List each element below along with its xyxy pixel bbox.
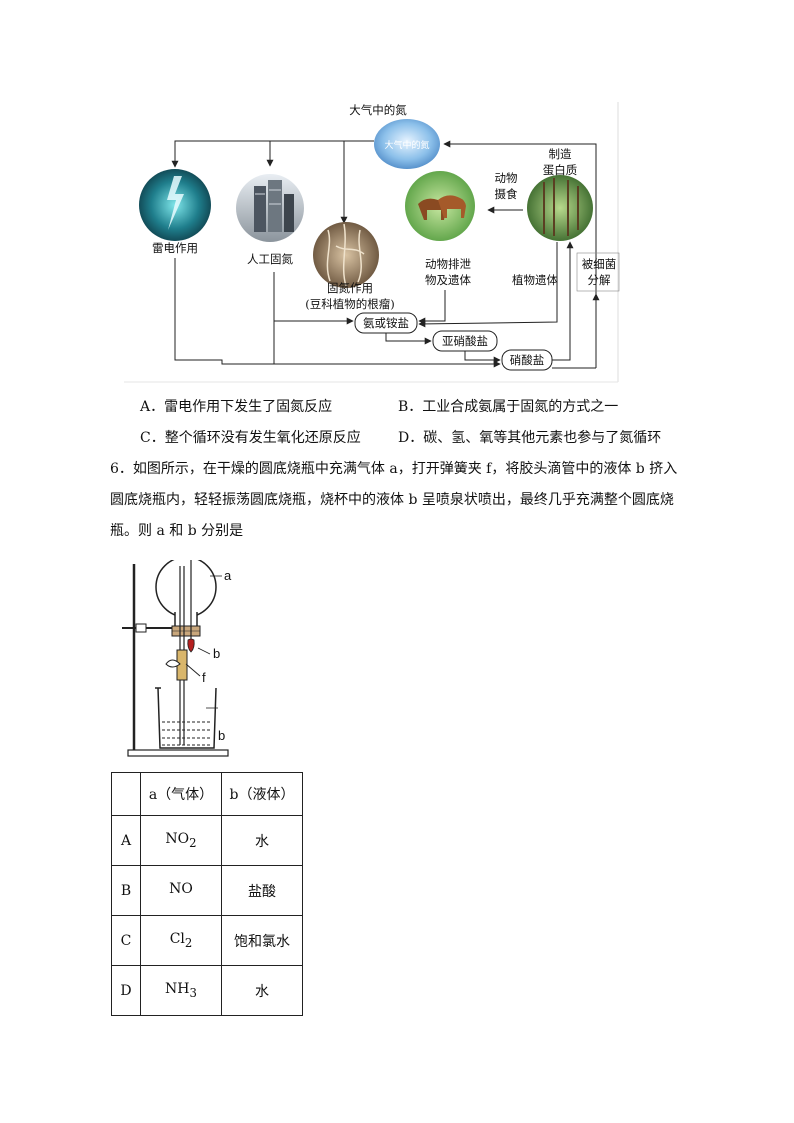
row-gas: NO xyxy=(140,865,222,916)
question6-line1: 6．如图所示，在干燥的圆底烧瓶中充满气体 a，打开弹簧夹 f，将胶头滴管中的液体… xyxy=(110,461,678,477)
root-nodule-icon xyxy=(313,222,379,288)
table-header-row: a（气体） b（液体） xyxy=(111,772,303,816)
table-row: D NH3 水 xyxy=(111,965,303,1016)
animal-intake-1: 动物 xyxy=(495,171,518,185)
table-row: A NO2 水 xyxy=(111,815,303,866)
atmosphere-label: 大气中的氮 xyxy=(349,103,407,117)
option-d: D．碳、氢、氧等其他元素也参与了氮循环 xyxy=(398,430,662,446)
fixation-label-2: (豆科植物的根瘤) xyxy=(305,297,394,311)
table-row: C Cl2 饱和氯水 xyxy=(111,915,303,966)
row-liquid: 水 xyxy=(221,965,303,1016)
atmosphere-icon xyxy=(374,119,440,169)
gas-formula: NH xyxy=(165,981,190,998)
gas-subscript: 2 xyxy=(189,835,197,850)
fountain-apparatus-diagram: a b f b xyxy=(122,560,232,757)
gas-formula: Cl xyxy=(169,931,185,948)
row-gas: NO2 xyxy=(140,815,222,866)
row-key: D xyxy=(111,965,141,1016)
animal-excretion-1: 动物排泄 xyxy=(425,257,471,271)
nitrite-label: 亚硝酸盐 xyxy=(442,334,488,348)
row-gas: NH3 xyxy=(140,965,222,1016)
gas-subscript: 3 xyxy=(189,985,197,1000)
bacteria-label-2: 分解 xyxy=(588,273,611,287)
option-b: B．工业合成氨属于固氮的方式之一 xyxy=(398,399,619,415)
forest-icon xyxy=(527,175,593,241)
question6-line2: 圆底烧瓶内，轻轻振荡圆底烧瓶，烧杯中的液体 b 呈喷泉状喷出，最终几乎充满整个圆… xyxy=(110,492,674,508)
atmosphere-inner-label: 大气中的氮 xyxy=(384,139,429,151)
option-c: C．整个循环没有发生氧化还原反应 xyxy=(140,430,361,446)
row-gas: Cl2 xyxy=(140,915,222,966)
bacteria-label-1: 被细菌 xyxy=(582,257,617,271)
industrial-label: 人工固氮 xyxy=(247,252,293,266)
ammonium-label: 氨或铵盐 xyxy=(363,316,409,330)
header-cell-empty xyxy=(111,772,141,816)
plant-remains-label: 植物遗体 xyxy=(512,273,558,287)
fixation-label-1: 固氮作用 xyxy=(327,281,373,295)
gas-formula: NO xyxy=(169,881,193,898)
animal-intake-2: 摄食 xyxy=(495,187,518,201)
option-a: A．雷电作用下发生了固氮反应 xyxy=(140,399,333,415)
label-b-dropper: b xyxy=(213,646,220,661)
lightning-label: 雷电作用 xyxy=(152,241,198,255)
row-key: B xyxy=(111,865,141,916)
label-b-beaker: b xyxy=(218,728,225,743)
row-liquid: 盐酸 xyxy=(221,865,303,916)
question6-line3: 瓶。则 a 和 b 分别是 xyxy=(110,523,244,539)
gas-subscript: 2 xyxy=(184,935,193,950)
row-key: C xyxy=(111,915,141,966)
row-liquid: 水 xyxy=(221,815,303,866)
gas-formula: NO xyxy=(165,831,190,848)
protein-label-2: 蛋白质 xyxy=(543,163,578,177)
nitrate-label: 硝酸盐 xyxy=(510,353,545,367)
header-cell-liquid: b（液体） xyxy=(221,772,303,816)
answer-table: a（气体） b（液体） A NO2 水 B NO 盐酸 C Cl2 饱和氯水 D… xyxy=(111,772,303,1016)
row-key: A xyxy=(111,815,141,866)
row-liquid: 饱和氯水 xyxy=(221,915,303,966)
header-cell-gas: a（气体） xyxy=(140,772,222,816)
protein-label-1: 制造 xyxy=(549,147,572,161)
label-f: f xyxy=(202,670,206,685)
label-a: a xyxy=(224,568,232,583)
table-row: B NO 盐酸 xyxy=(111,865,303,916)
animal-excretion-2: 物及遗体 xyxy=(425,273,471,287)
nitrogen-cycle-diagram: 大气中的氮 大气中的氮 雷电作用 人工固氮 固氮作用 (豆科植物的根瘤) 动物 … xyxy=(124,102,620,383)
